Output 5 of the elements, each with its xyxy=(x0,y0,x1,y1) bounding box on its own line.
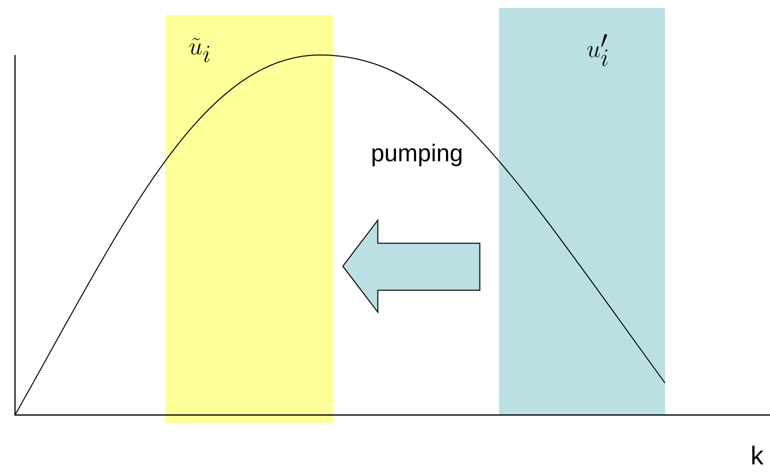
block-arrow xyxy=(342,218,480,314)
band: $u_i'$ xyxy=(499,8,665,415)
edge-label: pumping xyxy=(372,144,462,166)
axis-label: k xyxy=(752,446,764,464)
band: $\tilde{u}_i$ xyxy=(165,15,333,423)
